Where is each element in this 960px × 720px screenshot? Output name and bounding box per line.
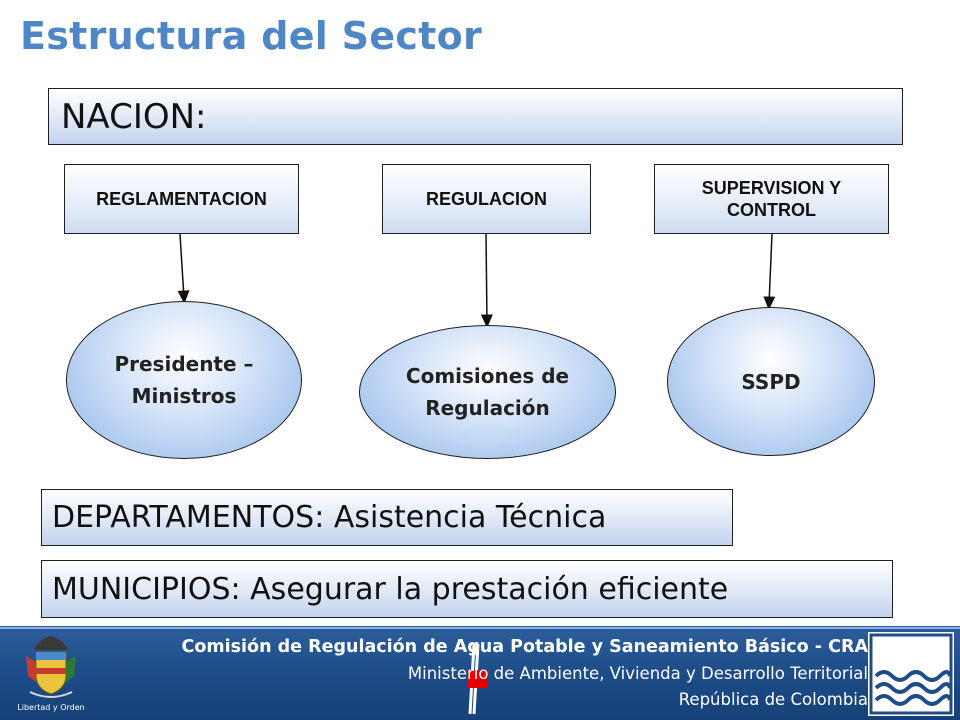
box-reglamentacion: REGLAMENTACION: [64, 164, 299, 234]
colombia-crest-icon: Libertad y Orden: [17, 636, 85, 712]
nacion-band: NACION:: [48, 88, 903, 145]
slide-title: Estructura del Sector: [20, 14, 483, 58]
departamentos-band: DEPARTAMENTOS: Asistencia Técnica: [41, 489, 733, 546]
departamentos-label: DEPARTAMENTOS: Asistencia Técnica: [52, 500, 607, 535]
arrow-regulacion: [480, 233, 493, 328]
ellipse-comisiones-label: Comisiones de Regulación: [405, 364, 570, 420]
ellipse-comisiones: Comisiones de Regulación: [359, 325, 616, 459]
ellipse-sspd-label: SSPD: [741, 369, 801, 394]
ellipse-sspd: SSPD: [667, 307, 875, 456]
nacion-label: NACION:: [61, 96, 207, 137]
ellipse-presidente-ministros: Presidente – Ministros: [66, 301, 302, 459]
arrow-supervision: [763, 233, 776, 310]
box-supervision: SUPERVISION Y CONTROL: [654, 164, 889, 234]
footer-divider: [0, 627, 960, 629]
municipios-label: MUNICIPIOS: Asegurar la prestación efici…: [52, 571, 729, 607]
box-regulacion-label: REGULACION: [426, 189, 547, 209]
cra-logo-icon: [868, 632, 954, 716]
box-supervision-label: SUPERVISION Y CONTROL: [701, 178, 842, 220]
box-reglamentacion-label: REGLAMENTACION: [96, 189, 267, 209]
ellipse-presidente-label: Presidente – Ministros: [114, 352, 254, 408]
arrow-reglamentacion: [177, 233, 190, 304]
footer-line-3: República de Colombia: [678, 690, 868, 709]
crest-caption: Libertad y Orden: [17, 703, 84, 712]
box-regulacion: REGULACION: [382, 164, 591, 234]
footer-line-2: Ministerio de Ambiente, Vivienda y Desar…: [407, 664, 868, 683]
flag-emblem-icon: [468, 643, 488, 715]
footer-line-1: Comisión de Regulación de Agua Potable y…: [181, 637, 868, 657]
municipios-band: MUNICIPIOS: Asegurar la prestación efici…: [41, 560, 893, 618]
